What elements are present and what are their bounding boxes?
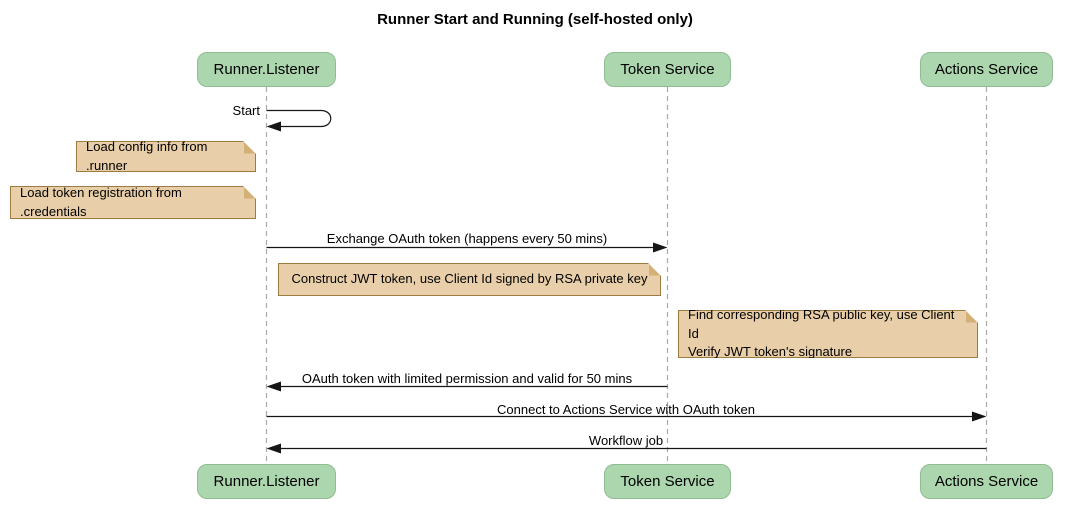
arrowhead-start	[266, 121, 281, 132]
note-construct-jwt: Construct JWT token, use Client Id signe…	[278, 263, 661, 296]
diagram-title: Runner Start and Running (self-hosted on…	[377, 11, 693, 28]
message-label-start: Start	[232, 103, 260, 118]
participant-actions-service-bottom: Actions Service	[920, 464, 1053, 499]
note-text: Construct JWT token, use Client Id signe…	[291, 271, 648, 287]
participant-runner-listener-bottom: Runner.Listener	[197, 464, 336, 499]
note-text: Find corresponding RSA public key, use C…	[688, 306, 955, 360]
note-text: Load token registration from .credential…	[20, 184, 182, 219]
participant-token-service-bottom: Token Service	[604, 464, 731, 499]
note-verify-jwt: Find corresponding RSA public key, use C…	[678, 310, 978, 358]
arrowhead-connect	[972, 411, 987, 422]
arrowhead-workflow-job	[266, 443, 281, 454]
message-label-workflow-job: Workflow job	[588, 433, 664, 448]
participant-actions-service-top: Actions Service	[920, 52, 1053, 87]
note-load-token-registration: Load token registration from .credential…	[10, 186, 256, 219]
message-label-exchange-oauth: Exchange OAuth token (happens every 50 m…	[326, 231, 608, 246]
note-load-config: Load config info from .runner	[76, 141, 256, 172]
note-text: Load config info from .runner	[86, 138, 208, 173]
participant-runner-listener-top: Runner.Listener	[197, 52, 336, 87]
message-label-connect: Connect to Actions Service with OAuth to…	[497, 402, 755, 417]
message-label-oauth-return: OAuth token with limited permission and …	[301, 371, 633, 386]
participant-token-service-top: Token Service	[604, 52, 731, 87]
message-line-start-self	[266, 109, 332, 128]
arrowhead-exchange-oauth	[653, 242, 668, 253]
arrowhead-oauth-return	[266, 381, 281, 392]
